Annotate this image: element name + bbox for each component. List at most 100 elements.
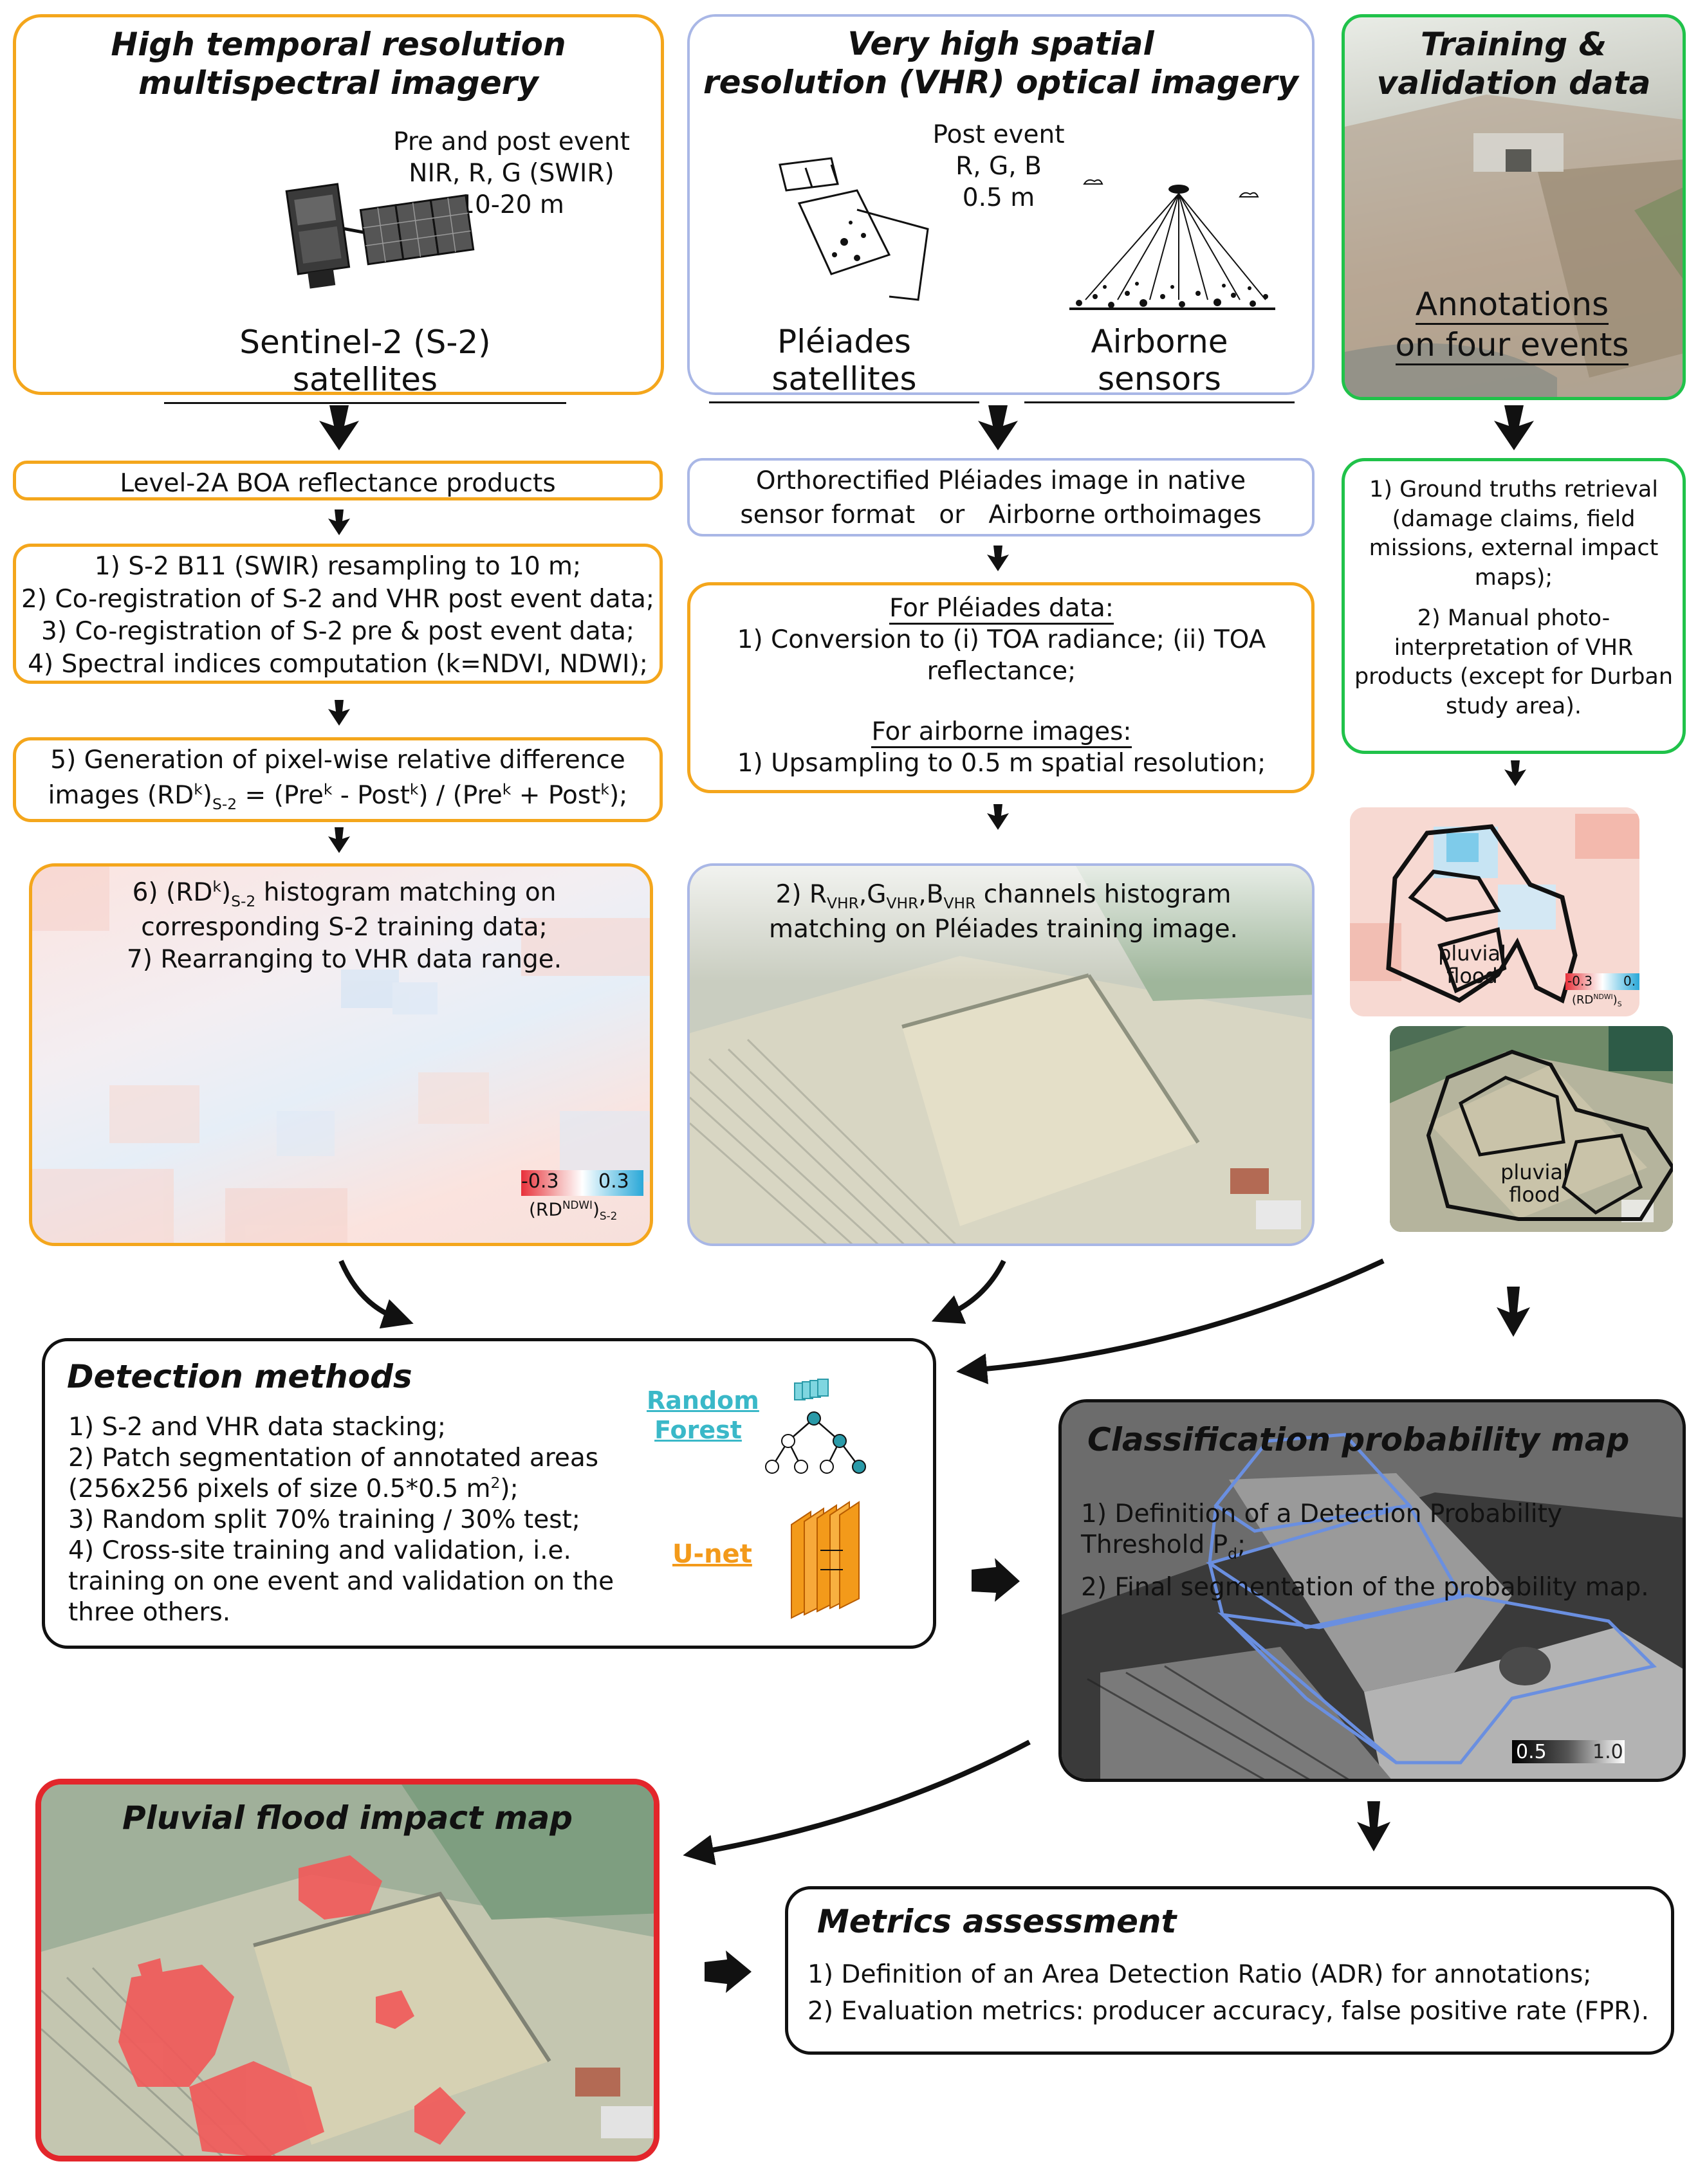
arrow-down-col2-2 <box>987 546 1009 571</box>
mini-scale-min: -0.3 <box>1567 973 1593 989</box>
col2-spec-line1: Post event <box>932 120 1065 149</box>
vhr-annotation-thumbnail: pluvial flood <box>1390 1026 1673 1232</box>
unet-icon <box>791 1501 860 1619</box>
step6-line1: 6) (RDk)S-2 histogram matching on <box>58 877 631 912</box>
random-forest-label: Random Forest <box>647 1386 759 1445</box>
vhr-image-wash <box>690 866 1312 982</box>
col3-title: Training & validation data <box>1345 25 1683 102</box>
pleiades-header: For Pléiades data: <box>690 593 1313 625</box>
arrow-down-col3-2 <box>1504 760 1526 786</box>
random-forest-line1: Random <box>647 1386 759 1415</box>
arrow-down-col1-2 <box>328 509 350 535</box>
hist-sub-b: VHR <box>943 894 976 912</box>
rd-scale-label-sup: NDWI <box>562 1198 593 1211</box>
rd-scale-min: -0.3 <box>521 1170 559 1193</box>
flood-label1-line2: flood <box>1446 964 1498 989</box>
training-data-box: Training & validation data Annotations o… <box>1342 14 1686 400</box>
hist-sub-g: VHR <box>886 894 919 912</box>
pleiades-header-text: For Pléiades data: <box>889 594 1114 625</box>
ortho-line2: sensor format or Airborne orthoimages <box>740 500 1262 529</box>
arrow-down-col1-4 <box>328 827 350 853</box>
flood-label-1: pluvial flood <box>1427 942 1517 987</box>
preprocessing-box: 1) S-2 B11 (SWIR) resampling to 10 m; 2)… <box>13 544 663 684</box>
preprocessing-steps: 1) S-2 B11 (SWIR) resampling to 10 m; 2)… <box>16 551 660 681</box>
airborne-source-label: Airborne sensors <box>1024 323 1295 403</box>
col2-title-line1: Very high spatial <box>847 25 1154 62</box>
probability-scale-max: 1.0 <box>1592 1741 1623 1763</box>
rd-scale-label-mid: ) <box>592 1198 600 1220</box>
hist-b: ,B <box>918 880 944 909</box>
hist-line1: 2) RVHR,GVHR,BVHR channels histogram <box>703 879 1304 913</box>
s2-source-label: Sentinel-2 (S-2) satellites <box>164 324 566 404</box>
detection-step: 1) S-2 and VHR data stacking; <box>68 1413 446 1442</box>
airborne-header: For airborne images: <box>690 717 1313 749</box>
col3-title-line1: Training & <box>1420 26 1607 63</box>
detection-step: training on one event and validation on … <box>68 1566 614 1596</box>
metrics-steps: 1) Definition of an Area Detection Ratio… <box>807 1957 1657 2030</box>
probability-threshold-end: ; <box>1237 1530 1246 1559</box>
step5-mid4: ) / (Pre <box>418 780 503 810</box>
vhr-annotation-map <box>1390 1026 1673 1232</box>
pleiades-step1: 1) Conversion to (i) TOA radiance; (ii) … <box>737 625 1266 654</box>
step5-k3: k <box>409 780 419 798</box>
detection-step2b-end: ); <box>500 1474 519 1503</box>
step6-prefix: 6) (RD <box>132 878 213 907</box>
annotations-line1-wrap: Annotations <box>1383 284 1641 325</box>
impact-map-image <box>41 1785 654 2156</box>
probability-steps: 1) Definition of a Detection Probability… <box>1081 1499 1673 1603</box>
step6-sub: S-2 <box>231 892 256 910</box>
rd-histogram-box: 6) (RDk)S-2 histogram matching on corres… <box>29 863 653 1246</box>
rd-scale-max: 0.3 <box>598 1170 629 1193</box>
step5-mid2: = (Pre <box>237 780 324 810</box>
step6-rest: histogram matching on <box>255 878 557 907</box>
vhr-preprocessing-box: For Pléiades data: 1) Conversion to (i) … <box>687 582 1315 793</box>
detection-title: Detection methods <box>67 1358 412 1395</box>
metrics-step2: 2) Evaluation metrics: producer accuracy… <box>807 1996 1649 2026</box>
col1-title-line2: multispectral imagery <box>138 64 539 102</box>
sentinel2-satellite-icon <box>285 183 475 289</box>
preprocessing-step: 3) Co-registration of S-2 pre & post eve… <box>41 617 634 647</box>
preprocessing-step: 4) Spectral indices computation (k=NDVI,… <box>28 650 648 679</box>
airborne-step1: 1) Upsampling to 0.5 m spatial resolutio… <box>737 749 1266 778</box>
step6-mid: ) <box>221 878 232 907</box>
arrow-down-col1-1 <box>319 405 359 450</box>
arrow-down-col1-3 <box>328 700 350 726</box>
mini-color-scale <box>1565 973 1639 990</box>
annotations-line2: on four events <box>1395 326 1629 365</box>
orthoimage-box: Orthorectified Pléiades image in native … <box>687 458 1315 537</box>
col1-title-line1: High temporal resolution <box>111 26 566 63</box>
pleiades-source-label: Pléiades satellites <box>709 323 979 403</box>
training-photo <box>1345 95 1683 397</box>
step6-k: k <box>212 877 221 895</box>
flood-label2-line1: pluvial <box>1500 1160 1569 1184</box>
rd-scale-label-prefix: (RD <box>529 1198 562 1220</box>
vhr-preprocessing-text: For Pléiades data: 1) Conversion to (i) … <box>690 593 1313 780</box>
preprocessing-step: 1) S-2 B11 (SWIR) resampling to 10 m; <box>94 552 582 581</box>
ground-truth-text: 1) Ground truths retrieval (damage claim… <box>1345 475 1683 721</box>
ortho-line1: Orthorectified Pléiades image in native <box>755 466 1246 495</box>
random-forest-icon <box>765 1379 866 1474</box>
detection-step-2b: (256x256 pixels of size 0.5*0.5 m2); <box>68 1474 660 1505</box>
detection-step2b-sup: 2 <box>490 1473 501 1492</box>
airborne-sensor-icon <box>1069 179 1275 310</box>
pi-line: products (except for Durban <box>1354 664 1674 690</box>
annotations-line1: Annotations <box>1415 286 1609 325</box>
detection-steps: 1) S-2 and VHR data stacking; 2) Patch s… <box>68 1412 660 1628</box>
mini-scale-label-mid: ) <box>1612 993 1618 1007</box>
step5-sub: S-2 <box>212 794 237 813</box>
col1-spec-line1: Pre and post event <box>393 127 630 156</box>
hist-prefix: 2) R <box>775 880 827 909</box>
hist-sub-r: VHR <box>827 894 859 912</box>
metrics-step1: 1) Definition of an Area Detection Ratio… <box>807 1960 1592 1989</box>
probability-color-scale <box>1512 1740 1625 1763</box>
step5-k5: k <box>600 780 609 798</box>
rd-annotation-thumbnail: pluvial flood -0.3 0. (RDNDWI)S <box>1350 807 1639 1016</box>
probability-step1-line1: 1) Definition of a Detection Probability <box>1081 1500 1562 1528</box>
mini-scale-label-sub: S <box>1617 1000 1622 1009</box>
col1-title: High temporal resolution multispectral i… <box>16 25 661 102</box>
step5-line1: 5) Generation of pixel-wise relative dif… <box>50 746 625 775</box>
s2-source-box: High temporal resolution multispectral i… <box>13 14 664 404</box>
col2-title: Very high spatial resolution (VHR) optic… <box>690 24 1312 102</box>
col1-specs: Pre and post event NIR, R, G (SWIR) 10-2… <box>376 127 647 221</box>
step6-line2: corresponding S-2 training data; <box>141 912 548 942</box>
